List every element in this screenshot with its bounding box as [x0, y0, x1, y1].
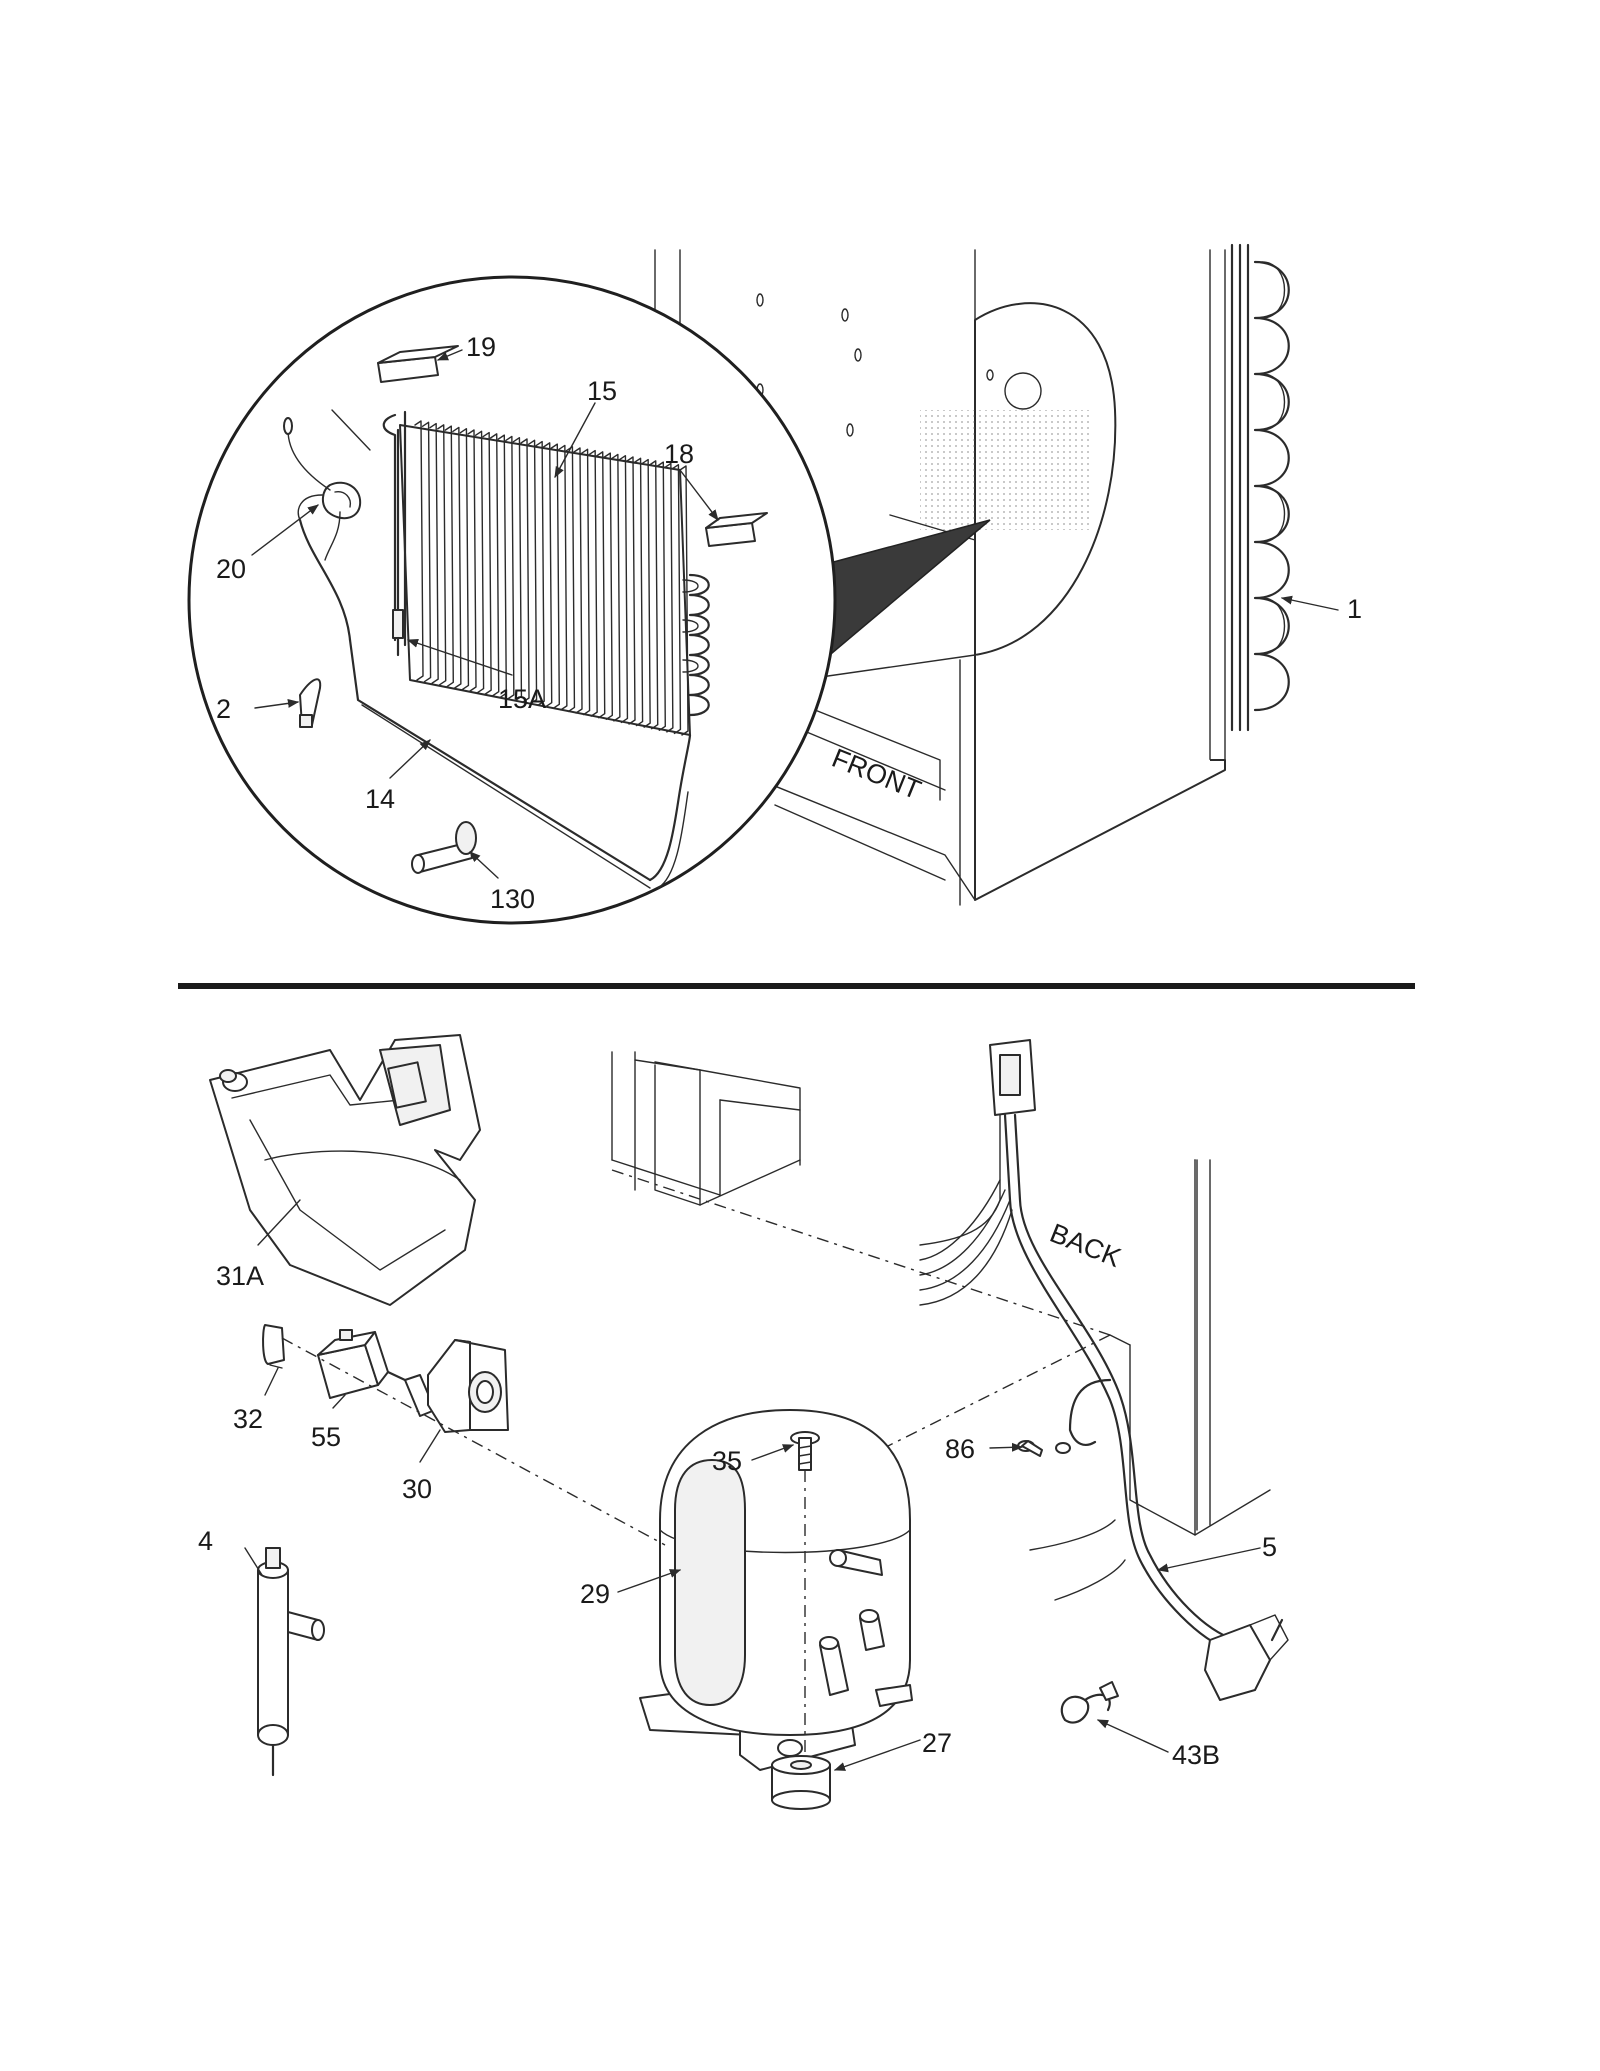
callout-4: 4 [198, 1526, 213, 1556]
callout-130: 130 [490, 884, 535, 914]
callout-15: 15 [587, 376, 617, 406]
evaporator [382, 410, 710, 736]
ground-screw [1017, 1440, 1071, 1457]
callout-55: 55 [311, 1422, 341, 1452]
mounting-screw [790, 1431, 820, 1770]
clip-part [299, 678, 322, 728]
filter-drier [257, 1547, 325, 1777]
lower-leaders [244, 1199, 1261, 1771]
callout-14: 14 [365, 784, 395, 814]
front-label: FRONT [828, 743, 925, 806]
callout-labels: 19 15 18 20 15A 2 14 130 1 FRONT BACK 31… [198, 332, 1362, 1770]
callout-1: 1 [1347, 594, 1362, 624]
drain-pan [209, 1034, 481, 1306]
relay-clip [262, 1324, 285, 1369]
callout-5: 5 [1262, 1532, 1277, 1562]
callout-15a: 15A [498, 684, 546, 714]
callout-32: 32 [233, 1404, 263, 1434]
drain-plug [411, 821, 477, 874]
callout-35: 35 [712, 1446, 742, 1476]
foam-block-19 [377, 345, 459, 383]
foam-block-18 [705, 512, 768, 547]
cabinet-lower [611, 1051, 1271, 1536]
compressor [639, 1409, 913, 1771]
condenser-coil [1230, 243, 1290, 732]
callout-27: 27 [922, 1728, 952, 1758]
tubing-clip [1060, 1681, 1119, 1724]
callout-86: 86 [945, 1434, 975, 1464]
callout-29: 29 [580, 1579, 610, 1609]
drain-tube [298, 518, 692, 889]
upper-leaders [251, 349, 1339, 879]
callout-18: 18 [664, 439, 694, 469]
callout-30: 30 [402, 1474, 432, 1504]
overload-protector [317, 1329, 407, 1399]
defrost-thermostat [283, 417, 362, 561]
callout-19: 19 [466, 332, 496, 362]
callout-2: 2 [216, 694, 231, 724]
callout-31a: 31A [216, 1261, 264, 1291]
back-label: BACK [1046, 1218, 1125, 1273]
callout-20: 20 [216, 554, 246, 584]
wiring-harness [919, 1039, 1289, 1701]
grommet [771, 1755, 831, 1810]
start-relay [404, 1339, 509, 1433]
defrost-heater [392, 428, 404, 657]
callout-43b: 43B [1172, 1740, 1220, 1770]
